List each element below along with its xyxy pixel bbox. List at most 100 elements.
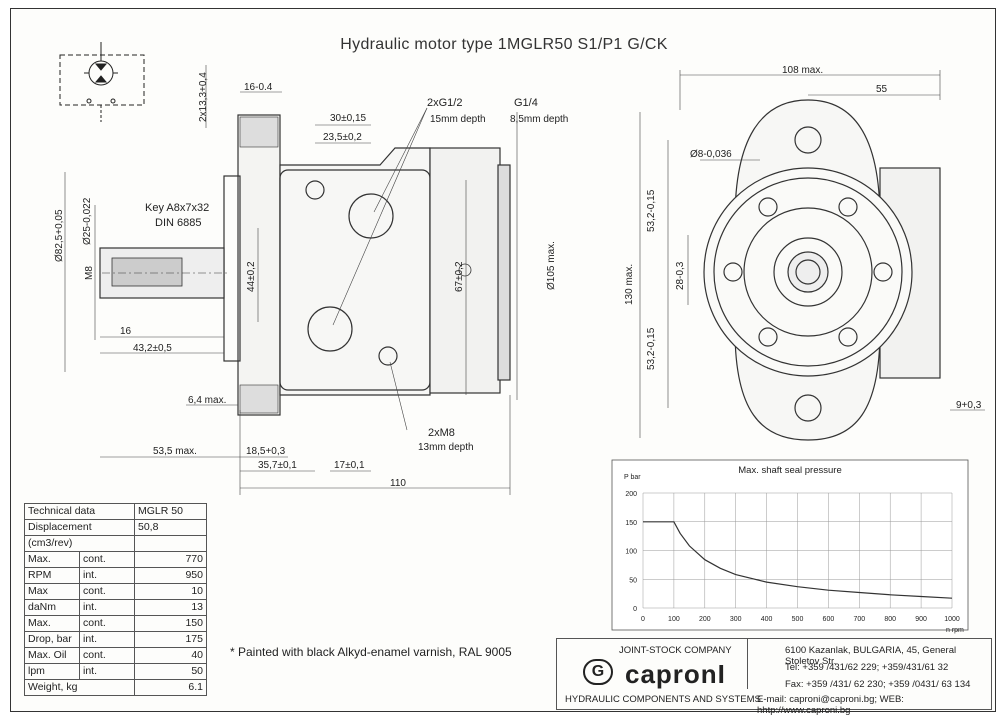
company-name: capronI	[625, 659, 726, 689]
row-label: Max.	[24, 615, 80, 632]
row-mode: cont.	[79, 551, 135, 568]
row-mode: cont.	[79, 615, 135, 632]
svg-text:43,2±0,5: 43,2±0,5	[133, 343, 172, 354]
svg-text:44±0,2: 44±0,2	[246, 261, 257, 292]
row-mode: cont.	[79, 583, 135, 600]
svg-text:130 max.: 130 max.	[624, 264, 635, 305]
row-value: 13	[134, 599, 207, 616]
chart-xtick-label: 0	[641, 616, 645, 623]
row-mode: int.	[79, 567, 135, 584]
row-value: 6.1	[134, 679, 207, 696]
chart-xtick-label: 500	[792, 616, 804, 623]
company-type: JOINT-STOCK COMPANY	[619, 645, 732, 656]
svg-text:G1/4: G1/4	[514, 97, 538, 109]
divider	[747, 639, 748, 689]
table-header-label: Technical data	[24, 503, 135, 520]
svg-text:2x13,3+0,4: 2x13,3+0,4	[198, 72, 209, 122]
row-mode: int.	[79, 663, 135, 680]
row-value: 770	[134, 551, 207, 568]
table-row: Max.cont.770	[24, 551, 207, 568]
chart-xtick-label: 1000	[944, 616, 960, 623]
row-value: 950	[134, 567, 207, 584]
chart-title: Max. shaft seal pressure	[738, 465, 842, 476]
row-label: (cm3/rev)	[24, 535, 135, 552]
row-label: Weight, kg	[24, 679, 135, 696]
svg-text:6,4 max.: 6,4 max.	[188, 395, 226, 406]
row-value: 150	[134, 615, 207, 632]
svg-text:2xM8: 2xM8	[428, 427, 455, 439]
row-value: 10	[134, 583, 207, 600]
paint-note: * Painted with black Alkyd-enamel varnis…	[230, 645, 512, 659]
svg-text:16-0.4: 16-0.4	[244, 82, 273, 93]
svg-text:Ø82,5+0,05: Ø82,5+0,05	[54, 209, 65, 262]
company-email: E-mail: caproni@caproni.bg; WEB: hhtp://…	[757, 694, 904, 716]
side-view	[99, 114, 511, 416]
chart-xtick-label: 700	[853, 616, 865, 623]
row-label: lpm	[24, 663, 80, 680]
drawing-title: Hydraulic motor type 1MGLR50 S1/P1 G/CK	[340, 36, 668, 53]
row-value: 175	[134, 631, 207, 648]
svg-text:30±0,15: 30±0,15	[330, 113, 367, 124]
company-address: 6100 Kazanlak, BULGARIA, 45, General Sto…	[785, 645, 957, 667]
row-mode: int.	[79, 599, 135, 616]
row-label: daNm	[24, 599, 80, 616]
svg-text:108 max.: 108 max.	[782, 65, 823, 76]
table-row: (cm3/rev)	[24, 535, 207, 552]
svg-text:23,5±0,2: 23,5±0,2	[323, 132, 362, 143]
svg-text:Ø25-0,022: Ø25-0,022	[82, 197, 93, 245]
chart-xtick-label: 400	[761, 616, 773, 623]
row-value: 40	[134, 647, 207, 664]
svg-text:35,7±0,1: 35,7±0,1	[258, 460, 297, 471]
pressure-chart: Max. shaft seal pressure P bar n rpm 0 10…	[611, 459, 969, 634]
svg-text:9+0,3: 9+0,3	[956, 400, 982, 411]
svg-text:Ø105 max.: Ø105 max.	[546, 241, 557, 290]
row-value: 50	[134, 663, 207, 680]
svg-text:M8: M8	[84, 266, 95, 280]
svg-text:55: 55	[876, 84, 888, 95]
company-logo-icon: G	[583, 659, 613, 685]
svg-text:17±0,1: 17±0,1	[334, 460, 365, 471]
chart-xtick-label: 800	[884, 616, 896, 623]
svg-text:18,5+0,3: 18,5+0,3	[246, 446, 286, 457]
row-label: RPM	[24, 567, 80, 584]
chart-xlabel: n rpm	[946, 627, 964, 634]
row-value: 50,8	[134, 519, 207, 536]
row-label: Displacement	[24, 519, 135, 536]
svg-text:Key A8x7x32: Key A8x7x32	[145, 202, 209, 214]
company-tagline: HYDRAULIC COMPONENTS AND SYSTEMS	[565, 694, 761, 705]
hydraulic-symbol-icon	[59, 42, 145, 122]
svg-text:Ø8-0,036: Ø8-0,036	[690, 149, 732, 160]
chart-xtick-label: 100	[668, 616, 680, 623]
chart-ytick-label: 100	[625, 549, 637, 556]
chart-ytick-label: 200	[625, 491, 637, 498]
svg-text:53,2-0,15: 53,2-0,15	[646, 189, 657, 232]
front-view-dimension-lines	[639, 70, 985, 438]
svg-text:53,5 max.: 53,5 max.	[153, 446, 197, 457]
company-fax: Fax: +359 /431/ 62 230; +359 /0431/ 63 1…	[785, 679, 971, 690]
svg-text:53,2-0,15: 53,2-0,15	[646, 327, 657, 370]
chart-xtick-label: 900	[915, 616, 927, 623]
row-label: Max. Oil	[24, 647, 80, 664]
row-value	[134, 535, 207, 552]
chart-ytick-label: 50	[629, 577, 637, 584]
chart-ylabel: P bar	[624, 474, 641, 481]
side-view-dimension-lines	[64, 65, 518, 495]
chart-ytick-label: 0	[633, 606, 637, 613]
table-header-model: MGLR 50	[134, 503, 207, 520]
table-row: Max.cont.150	[24, 615, 207, 632]
svg-text:67±0,2: 67±0,2	[454, 261, 465, 292]
front-view	[703, 99, 941, 441]
chart-frame	[611, 459, 969, 631]
svg-text:DIN 6885: DIN 6885	[155, 217, 201, 229]
svg-text:28-0,3: 28-0,3	[675, 261, 686, 290]
chart-series-line	[643, 521, 953, 599]
